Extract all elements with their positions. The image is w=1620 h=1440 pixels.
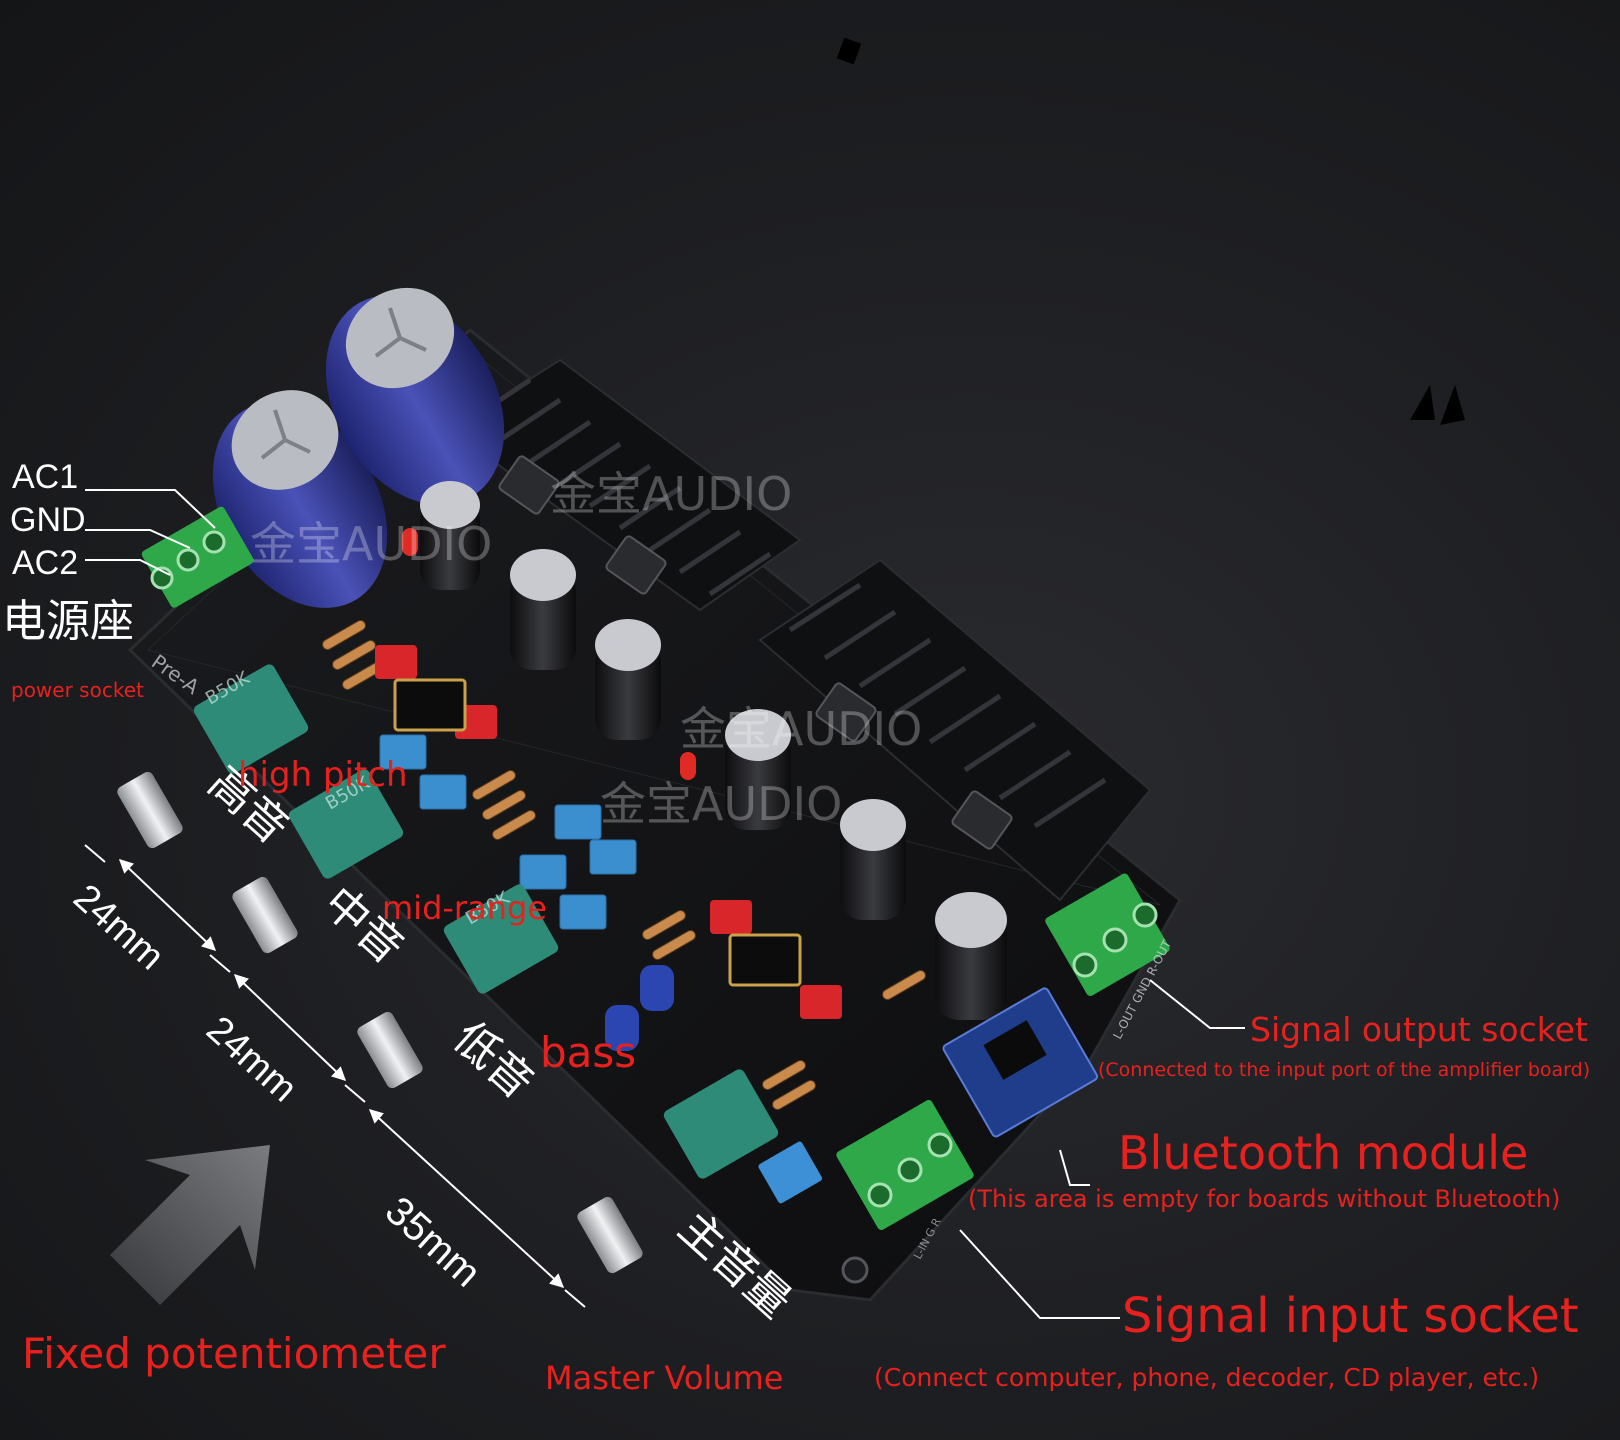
bluetooth-module (942, 987, 1098, 1138)
resistors (322, 620, 926, 1110)
label-fixed-potentiometer: Fixed potentiometer (22, 1329, 446, 1378)
film-capacitors-red (375, 645, 842, 1019)
small-blue-capacitors (605, 965, 674, 1051)
output-terminal-block (1045, 873, 1170, 997)
label-bluetooth-note: (This area is empty for boards without B… (968, 1185, 1561, 1213)
opamp-ics (393, 678, 802, 987)
power-transistors (498, 455, 1013, 850)
label-bluetooth: Bluetooth module (1118, 1126, 1529, 1180)
direction-arrow-icon (95, 1145, 270, 1305)
indicator-leds (402, 528, 696, 780)
label-master-volume: Master Volume (545, 1359, 784, 1397)
label-ac1: AC1 (12, 458, 79, 496)
label-signal-output: Signal output socket (1250, 1010, 1588, 1049)
input-terminal-block (836, 1099, 974, 1231)
label-signal-input: Signal input socket (1122, 1288, 1579, 1344)
label-bass: bass (540, 1028, 637, 1077)
label-gnd: GND (10, 501, 86, 539)
label-mid-range: mid-range (382, 889, 547, 927)
filter-capacitors (212, 287, 505, 608)
background-specks (836, 37, 1465, 425)
dip-switch (758, 1141, 823, 1204)
mounting-hole (841, 1256, 869, 1284)
potentiometers (117, 664, 779, 1274)
svg-text:金宝AUDIO: 金宝AUDIO (550, 467, 792, 521)
power-terminal-block (141, 506, 254, 608)
film-capacitors-blue (379, 734, 637, 930)
dimension-lines (84, 844, 586, 1308)
watermarks: 金宝AUDIO 金宝AUDIO 金宝AUDIO 金宝AUDIO (250, 467, 922, 831)
label-ac2: AC2 (12, 544, 79, 582)
electrolytic-capacitors (420, 481, 1007, 1020)
label-power-cn: 电源座 (2, 597, 134, 646)
leader-lines (85, 489, 1245, 1319)
label-power-en: power socket (11, 678, 144, 702)
svg-text:金宝AUDIO: 金宝AUDIO (680, 702, 922, 756)
heatsink-lower (758, 558, 1152, 902)
label-signal-output-note: (Connected to the input port of the ampl… (1098, 1059, 1591, 1081)
label-signal-input-note: (Connect computer, phone, decoder, CD pl… (874, 1363, 1540, 1392)
label-high-pitch: high pitch (238, 755, 408, 795)
svg-text:金宝AUDIO: 金宝AUDIO (250, 517, 492, 571)
svg-text:金宝AUDIO: 金宝AUDIO (600, 777, 842, 831)
